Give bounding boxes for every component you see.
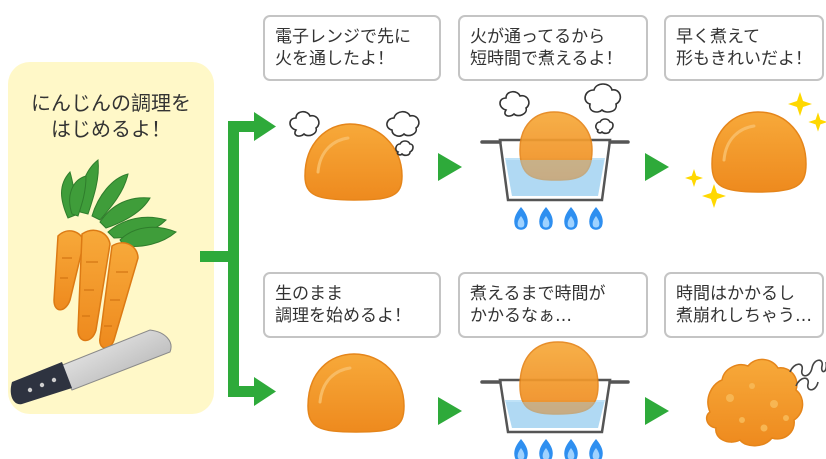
burner-flames xyxy=(514,439,603,459)
top-arrow-1 xyxy=(438,153,462,181)
burner-flames xyxy=(514,207,603,230)
bottom-step-3-bubble: 時間はかかるし 煮崩れしちゃう… xyxy=(664,272,824,338)
bottom-step-1-bubble: 生のまま 調理を始めるよ！ xyxy=(263,272,441,338)
bottom-step-2-text-line-2: かかるなぁ… xyxy=(470,306,572,326)
steam-icon xyxy=(289,110,420,157)
top-step-2-pot xyxy=(480,111,630,202)
bottom-step-2-bubble: 煮えるまで時間が かかるなぁ… xyxy=(458,272,648,338)
top-step-2-bubble: 火が通ってるから 短時間で煮えるよ！ xyxy=(458,15,648,81)
start-title-line-1: にんじんの調理を xyxy=(31,91,191,115)
bottom-step-2-pot xyxy=(480,341,630,434)
top-step-3-text-line-1: 早く煮えて xyxy=(676,27,761,47)
top-step-1-carrot xyxy=(304,123,403,201)
top-step-1-text-line-1: 電子レンジで先に xyxy=(275,27,411,47)
steam-icon xyxy=(499,83,622,135)
bottom-step-3-text-line-1: 時間はかかるし xyxy=(676,284,795,304)
top-step-3-carrot xyxy=(711,111,807,193)
spiral-icon xyxy=(789,359,826,391)
bottom-step-3-text-line-2: 煮崩れしちゃう… xyxy=(676,306,812,326)
top-step-2-text-line-1: 火が通ってるから xyxy=(470,27,606,47)
bottom-arrow-2 xyxy=(645,397,669,425)
bottom-step-1-text-line-2: 調理を始めるよ！ xyxy=(275,306,411,326)
start-title-line-2: はじめるよ！ xyxy=(51,117,171,141)
top-step-3-text-line-2: 形もきれいだよ！ xyxy=(676,49,812,69)
branch-arrow xyxy=(200,112,276,406)
bottom-step-1-text-line-1: 生のまま xyxy=(275,284,343,304)
bottom-step-1-carrot xyxy=(307,353,405,433)
bottom-step-3-crumbled-carrot xyxy=(705,358,804,447)
top-step-1-text-line-2: 火を通したよ！ xyxy=(275,49,394,69)
start-title: にんじんの調理を はじめるよ！ xyxy=(8,90,214,142)
top-step-2-text-line-2: 短時間で煮えるよ！ xyxy=(470,49,623,69)
top-arrow-2 xyxy=(645,153,669,181)
top-step-3-bubble: 早く煮えて 形もきれいだよ！ xyxy=(664,15,824,81)
knife-illustration xyxy=(10,329,172,405)
carrots-illustration xyxy=(53,159,177,349)
top-step-1-bubble: 電子レンジで先に 火を通したよ！ xyxy=(263,15,441,81)
bottom-step-2-text-line-1: 煮えるまで時間が xyxy=(470,284,606,304)
bottom-arrow-1 xyxy=(438,397,462,425)
